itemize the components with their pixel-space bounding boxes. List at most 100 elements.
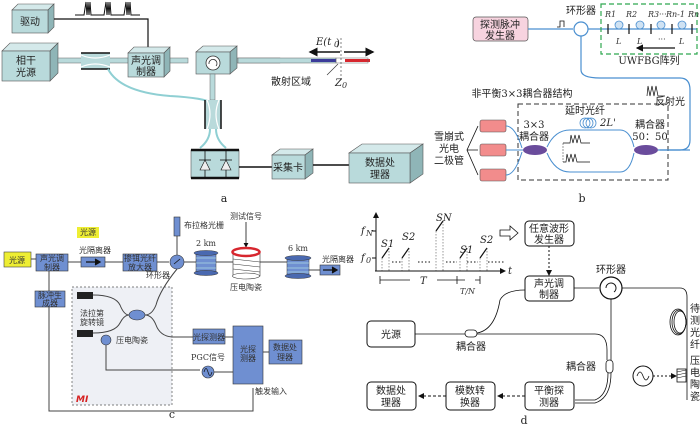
y-sub-n: N [365,229,374,238]
apd-line3: 二极管 [434,154,464,167]
coupler3-line2: 耦合器 [519,130,549,143]
pulse-s1: S1 [381,239,394,250]
z-label: Z [334,78,343,89]
hollow-arrow-icon [499,225,519,241]
pzt-d-label: 压 电 陶 瓷 [690,355,700,403]
pulse-gen-box-c [34,290,66,308]
pzt-c2-label: 压电陶瓷 [116,335,148,345]
balanced-line2: 测器 [539,396,559,409]
edfa-line1: 掺铒光纤 [124,253,156,263]
adc-line2: 换器 [460,396,480,409]
trigger-label: 触发输入 [255,386,287,396]
drive-box: 驱动 [11,3,55,34]
coherent-source-line2: 光源 [16,66,36,79]
coupler-a1 [80,52,111,70]
faraday-mirror-1 [77,292,93,299]
coupler5050-line2: 50：50 [632,132,667,143]
source-top-label: 光源 [80,227,96,237]
panel-c: 光源 光源 声光调 制器 光隔离器 掺铒光纤 放大器 环形器 布拉格光栅 2 k… [3,211,354,421]
pulse-s1b: S1 [460,245,473,256]
pzt-c2 [100,334,112,346]
bragg-label: 布拉格光栅 [184,220,224,230]
coherent-source-box: 相干 光源 [1,42,59,82]
pgc-label: PGC信号 [191,352,225,362]
field-label: E(t [315,37,332,48]
chirp-mark [479,247,488,259]
aom-box-a: 声光调 制器 [127,46,171,78]
uwfbg-array-box [600,3,698,55]
processor-c-line1: 数据处 [273,342,297,352]
fut-char: 待 [690,302,700,315]
panel-a: 驱动 相干 光源 声光调 制器 [1,1,424,205]
balanced-line1: 平衡探 [534,384,564,397]
pzt-c-label: 压电陶瓷 [230,282,262,292]
sub-period-label: T/N [460,287,476,296]
pzt-char: 电 [690,366,700,379]
pulse-gen-c-line2: 成器 [42,298,58,308]
coupler-d2 [605,359,614,374]
mi-label: MI [76,395,89,405]
pulse-s2: S2 [402,232,415,243]
test-signal-label: 测试信号 [230,211,262,221]
bragg-grating [173,216,181,237]
fiber-under-test-label: 待 测 光 纤 [690,302,700,351]
pzt-char: 压 [690,355,700,367]
caption-a: a [221,192,228,205]
adc-line1: 模数转 [455,384,485,397]
pzt-char: 陶 [690,378,700,391]
reflected-light-label: 反射光 [655,95,685,108]
coupler-a2 [204,99,222,130]
x-label-t: t [508,266,513,277]
fut-char: 光 [690,326,700,339]
spacing-dots: ··· [658,35,666,44]
unbalanced-coupler-box [517,103,669,181]
grating-r1: R1 [604,10,616,19]
source-d-label: 光源 [381,328,401,341]
fiber-coil-d [669,308,687,336]
processor-d-line1: 数据处 [376,384,406,397]
aom-c-line2: 制器 [44,262,60,272]
coupler-3x3 [523,145,547,155]
delay-fiber-coil [579,117,597,129]
coupler5050-line1: 耦合器 [635,118,665,131]
drive-label: 驱动 [20,16,40,28]
circulator-icon [573,21,589,37]
grating-r3: R3 [647,10,659,19]
pulse-s2b: S2 [480,235,493,246]
faraday-line1: 法拉第 [80,308,104,318]
grating-rn1: Rn-1 [665,10,685,19]
pzt-char: 瓷 [690,390,700,403]
pulse-gen-line1: 探测脉冲 [480,18,520,31]
isolator-arrow-icon [86,258,102,266]
circulator-c-label: 环形器 [146,271,170,280]
faraday-mirror-2 [77,330,93,337]
field-paren: ) [336,38,340,49]
spacing-l3: L [678,37,684,46]
source-label: 光源 [9,255,25,265]
coupler-d1-label: 耦合器 [456,340,486,353]
circulator-icon [205,55,221,71]
fiber-loops [614,20,687,30]
awg-line1: 任意波形 [529,222,569,235]
km1-label: 2 km [196,239,216,248]
period-label: T [420,276,428,287]
scatter-region-label: 散射区域 [271,75,311,88]
processor-c-line2: 理器 [277,353,293,362]
y-sub-0: 0 [366,256,371,265]
panel-d: f N f 0 t S1 S2 SN S1 S2 T T/N 任意波形 发生器 … [360,212,700,427]
detector-big-box [232,325,264,385]
edfa-line2: 放大器 [128,262,152,272]
fbg-gratings [607,24,693,34]
isolator2-label: 光隔离器 [322,254,354,264]
pulse-gen-line2: 发生器 [485,29,515,42]
caption-d: d [520,414,527,427]
grating-dots: ··· [659,10,667,19]
processor-box-a: 数据处 理器 [348,143,424,184]
circulator-box-a [195,45,238,75]
pulse-sn: SN [436,213,453,224]
daq-label: 采集卡 [273,161,303,174]
chirp-mark [435,220,444,232]
coupler3-line1: 3×3 [523,120,544,131]
detector-small-label: 光探测器 [193,332,225,342]
photodiode-icon [199,159,211,171]
